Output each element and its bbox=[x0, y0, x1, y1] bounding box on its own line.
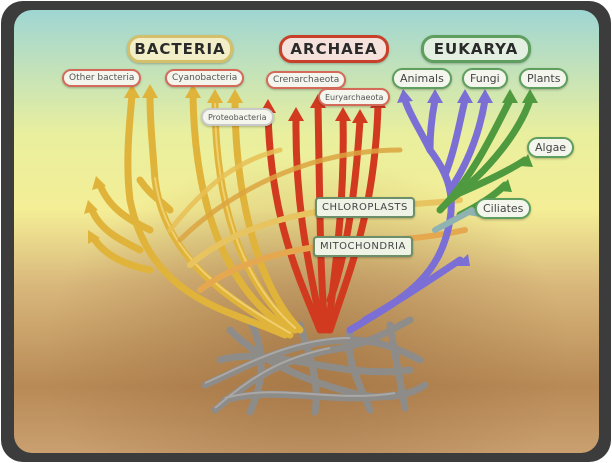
group-label-other-bacteria: Other bacteria bbox=[62, 69, 141, 87]
domain-label-bacteria: BACTERIA bbox=[127, 35, 233, 63]
group-label-euryarchaeota: Euryarchaeota bbox=[318, 88, 390, 106]
group-label-cyanobacteria: Cyanobacteria bbox=[165, 69, 244, 87]
domain-label-eukarya: EUKARYA bbox=[421, 35, 531, 63]
group-label-proteobacteria: Proteobacteria bbox=[201, 108, 274, 126]
domain-label-archaea: ARCHAEA bbox=[279, 35, 389, 63]
group-label-animals: Animals bbox=[392, 68, 452, 89]
group-label-algae: Algae bbox=[527, 137, 574, 158]
group-label-ciliates: Ciliates bbox=[475, 198, 531, 219]
organelle-label-chloroplasts: CHLOROPLASTS bbox=[315, 197, 415, 218]
group-label-plants: Plants bbox=[519, 68, 568, 89]
group-label-fungi: Fungi bbox=[462, 68, 508, 89]
organelle-label-mitochondria: MITOCHONDRIA bbox=[313, 236, 413, 257]
group-label-crenarchaeota: Crenarchaeota bbox=[266, 71, 346, 89]
